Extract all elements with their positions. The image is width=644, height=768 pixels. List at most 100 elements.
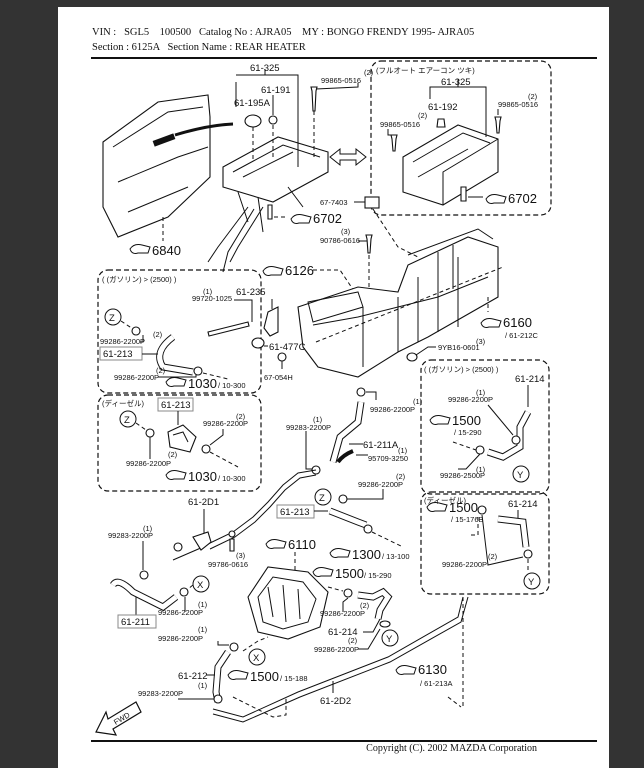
qty: (2) (418, 111, 428, 120)
bolt[interactable] (365, 234, 373, 254)
diesel-box-2-title: (ディーゼル) (424, 495, 466, 505)
knob-61-195A[interactable] (244, 114, 262, 128)
screw-99865[interactable] (310, 86, 318, 112)
qty: (1) (476, 388, 486, 397)
connector-67-7403[interactable] (364, 196, 380, 209)
svg-text:/ 61-212C: / 61-212C (505, 331, 539, 340)
grommet-9YB16[interactable] (406, 352, 418, 362)
qty: (2) (528, 92, 538, 101)
svg-text:6840: 6840 (152, 243, 181, 258)
section-info: Section : 6125A Section Name : REAR HEAT… (92, 42, 306, 53)
clamp[interactable] (356, 387, 366, 397)
ref-callout-6130[interactable]: 6130 / 61-213A (395, 662, 453, 688)
svg-text:/ 61-213A: / 61-213A (420, 679, 453, 688)
qty: (2) (488, 552, 498, 561)
svg-text:1500: 1500 (250, 669, 279, 684)
ref-callout-6702-a[interactable]: 6702 (290, 211, 342, 226)
svg-text:1500: 1500 (452, 413, 481, 428)
rear-heater-unit[interactable] (297, 228, 499, 378)
clamp[interactable] (477, 505, 487, 515)
ref-callout-1030-b[interactable]: 1030 / 10-300 (165, 469, 246, 484)
label-61-214-a: 61-214 (515, 374, 545, 385)
bolt-99720[interactable] (207, 321, 250, 337)
clamp[interactable] (179, 587, 189, 597)
ref-callout-1500-a[interactable]: 1500 / 15-290 (429, 413, 482, 437)
bolt[interactable] (229, 538, 235, 552)
clip-67-054H[interactable] (277, 352, 287, 362)
heater-control-unit[interactable] (207, 136, 329, 273)
clamp[interactable] (131, 326, 141, 336)
hose-61-211A[interactable] (329, 401, 365, 463)
connector[interactable] (460, 186, 467, 202)
grommet-61-477C[interactable] (251, 337, 265, 349)
label-61-214-b: 61-214 (508, 499, 538, 510)
marker-y-1: Y (512, 465, 530, 483)
clamp[interactable] (363, 524, 373, 534)
connector[interactable] (267, 204, 273, 220)
part-label-box (117, 614, 157, 629)
bracket-61-235[interactable] (263, 306, 279, 337)
clamp[interactable] (201, 444, 211, 454)
hose-61-213-center[interactable] (328, 507, 368, 529)
svg-text:Y: Y (386, 634, 393, 645)
ref-callout-6126[interactable]: 6126 (262, 263, 314, 278)
clamp[interactable] (338, 494, 348, 504)
clamp[interactable] (145, 428, 155, 438)
qty: (2) (364, 68, 374, 77)
trim-panel-part[interactable] (102, 94, 234, 238)
clamp[interactable] (228, 530, 236, 538)
ref-callout-1300[interactable]: 1300 / 13-100 (329, 547, 410, 562)
marker-z-1: Z (104, 308, 122, 326)
qty: (2) (396, 472, 406, 481)
gasoline-variant-box (97, 269, 262, 394)
hose-61-213-gasoline[interactable] (156, 334, 194, 376)
hose-61-214-diesel[interactable] (497, 515, 530, 548)
ref-callout-1500-d[interactable]: 1500 / 15-188 (227, 669, 308, 684)
svg-text:/ 10-300: / 10-300 (218, 474, 246, 483)
label-61-211: 61-211 (121, 617, 150, 628)
label-99286-2500P: 99286-2500P (440, 471, 485, 480)
label-99283-2200P-a: 99283-2200P (286, 423, 331, 432)
gasoline-box-2-title: ( (ガソリン) > (2500) ) (424, 364, 499, 374)
hose-61-214-center[interactable] (357, 587, 393, 620)
clamp[interactable] (523, 549, 533, 559)
blower-unit[interactable] (247, 566, 329, 640)
label-61-325: 61-325 (250, 63, 280, 74)
label-99286-2200P-f: 99286-2200P (358, 480, 403, 489)
svg-text:/ 13-100: / 13-100 (382, 552, 410, 561)
hose-61-211[interactable] (110, 578, 179, 612)
label-99720-1025: 99720-1025 (192, 294, 232, 303)
auto-ac-control-unit[interactable] (402, 124, 499, 206)
label-99286-2200P-m: 99286-2200P (158, 634, 203, 643)
clamp[interactable] (511, 435, 521, 445)
pipe-61-2D2[interactable] (212, 596, 469, 723)
svg-text:/ 15-290: / 15-290 (364, 571, 392, 580)
qty: (2) (360, 601, 370, 610)
hose-61-214-gasoline[interactable] (486, 410, 532, 461)
clamp[interactable] (193, 366, 203, 376)
clamp[interactable] (173, 542, 183, 552)
clamp[interactable] (343, 588, 353, 598)
clamp[interactable] (229, 642, 239, 652)
screw[interactable] (390, 134, 398, 152)
clamp[interactable] (139, 570, 149, 580)
clamp[interactable] (379, 620, 391, 628)
hose-61-213-diesel[interactable] (167, 424, 197, 453)
screw[interactable] (494, 116, 502, 134)
clamp[interactable] (213, 694, 223, 704)
ref-callout-1030-a[interactable]: 1030 / 10-300 (165, 376, 246, 391)
ref-callout-6840[interactable]: 6840 (129, 243, 181, 258)
ref-callout-6110[interactable]: 6110 (265, 537, 316, 552)
svg-text:1500: 1500 (335, 566, 364, 581)
gasoline-variant-box-2 (420, 359, 550, 495)
clamp[interactable] (475, 445, 485, 455)
ref-callout-6160[interactable]: 6160 / 61-212C (480, 315, 539, 340)
marker-x-1: X (192, 575, 210, 593)
sensor-61-192[interactable] (436, 118, 446, 128)
nut-61-191[interactable] (268, 115, 278, 125)
ref-callout-1500-c[interactable]: 1500 / 15-290 (312, 566, 392, 581)
ref-callout-6702-b[interactable]: 6702 (485, 191, 537, 206)
ref-callout-1500-b[interactable]: 1500 / 15-176B (426, 500, 484, 524)
svg-text:6126: 6126 (285, 263, 314, 278)
hose-95709[interactable] (336, 449, 354, 464)
